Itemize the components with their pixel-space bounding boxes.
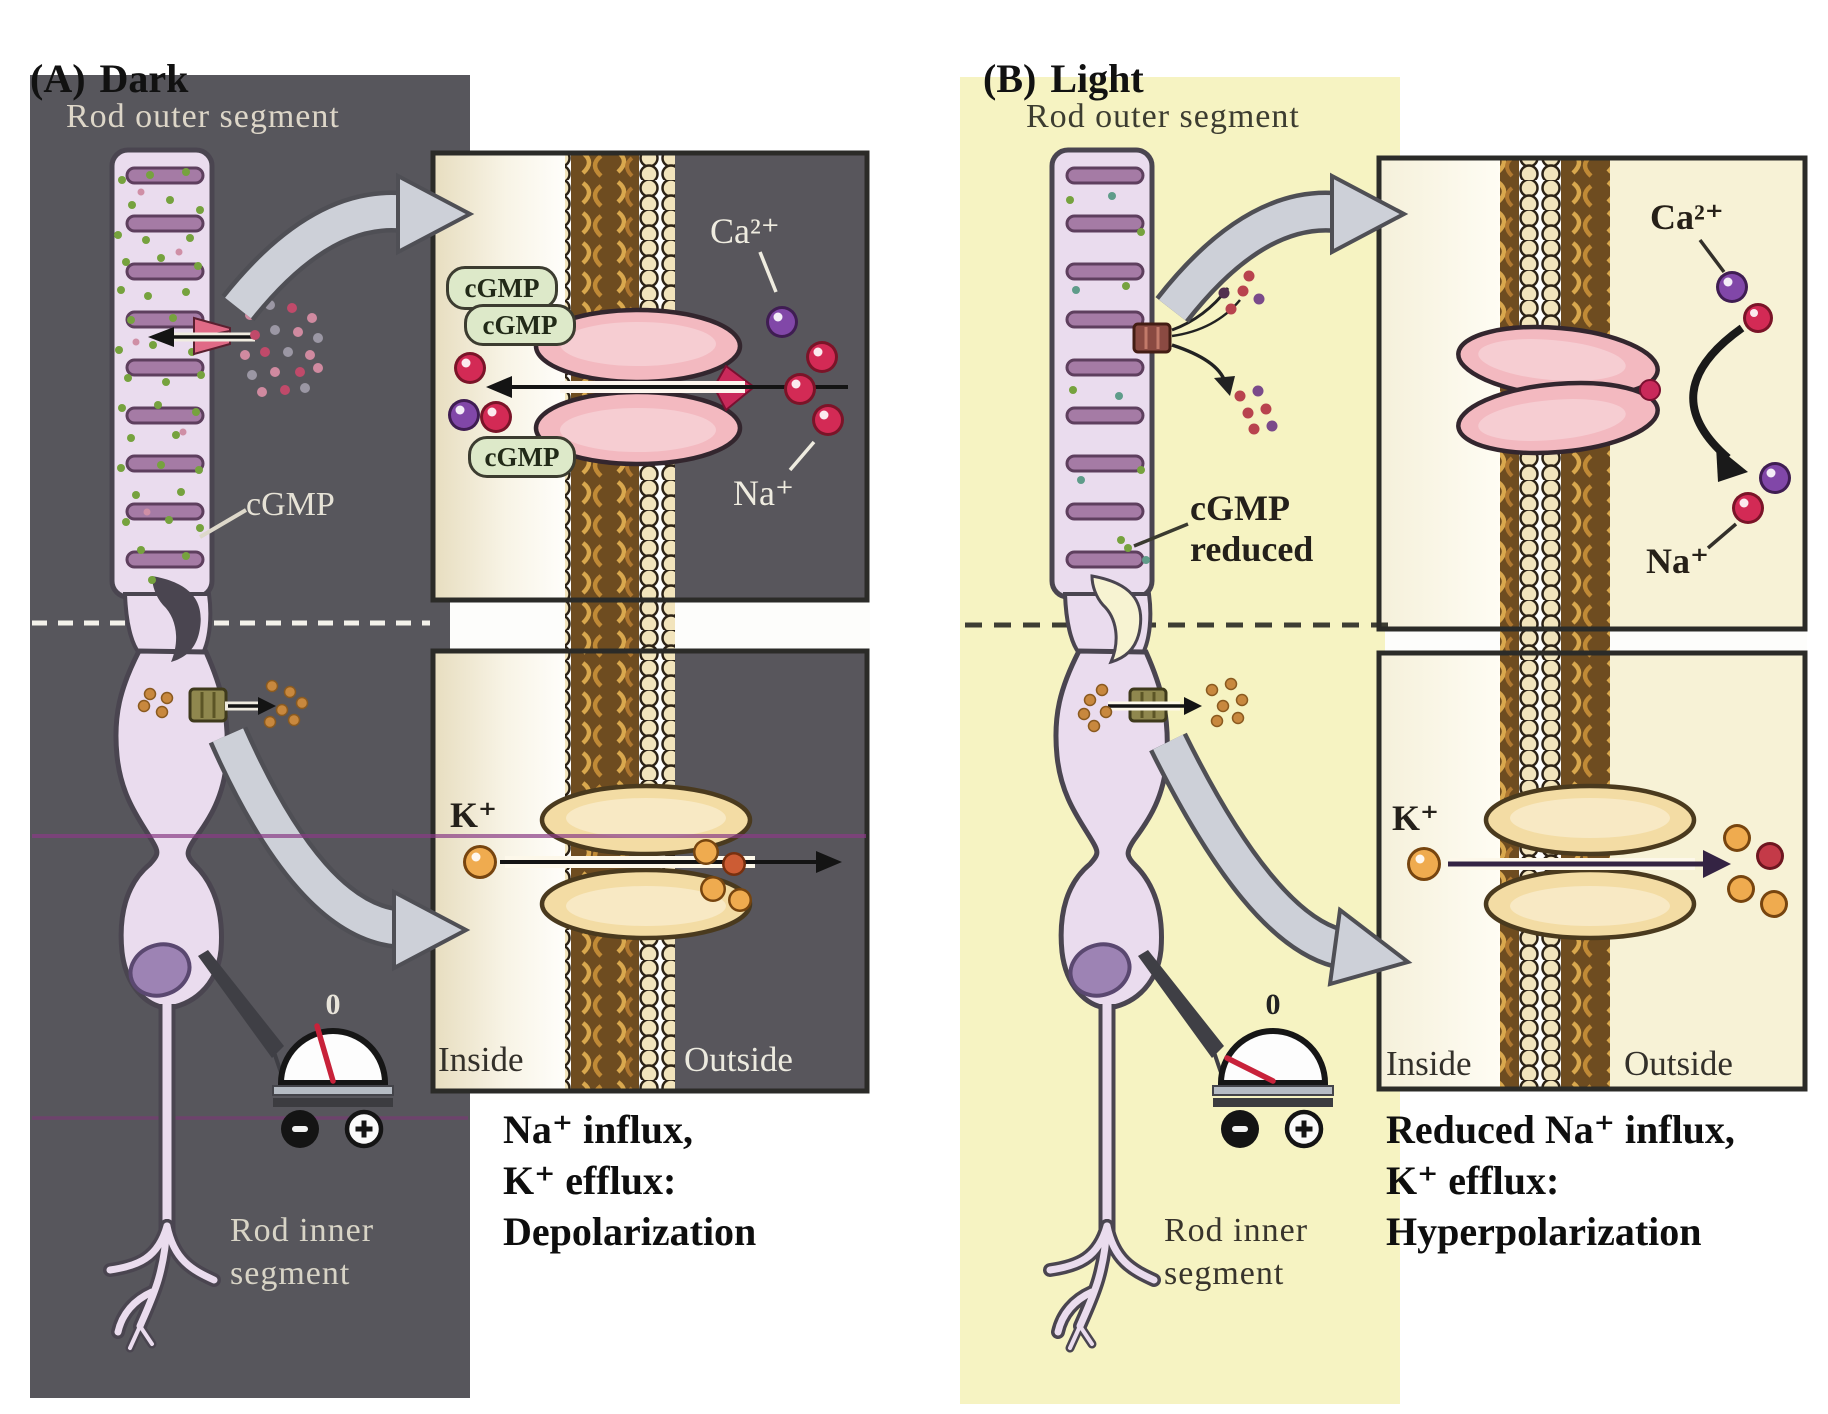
cgmp-pill-3: cGMP: [468, 436, 576, 478]
ca-pointer-a: [758, 251, 778, 293]
ion-deflection-arrow-b: [1171, 343, 1227, 383]
k-efflux-arrow-a: [258, 697, 276, 715]
inset-a-top-channel: [448, 251, 848, 472]
ions-inset-a: [448, 306, 844, 436]
ca-pointer-b: [1698, 238, 1726, 274]
membrane-b: [1500, 158, 1610, 1089]
ca-label-a: Ca²⁺: [710, 211, 780, 251]
cgmp-label-a: cGMP: [246, 486, 335, 523]
cgmp-reduced-label-b: cGMP reduced: [1190, 488, 1314, 570]
ion-dots-b-lower: [1234, 385, 1278, 435]
cgmp-pointer-a: [198, 508, 248, 539]
rod-inner-segment-label-b: Rod inner segment: [1164, 1212, 1309, 1292]
na-influx-arrow-a: [148, 327, 174, 347]
ca-label-b: Ca²⁺: [1650, 197, 1724, 237]
closed-cgmp-channel-b: [1132, 322, 1172, 354]
k-efflux-arrow-inset-b: [1703, 850, 1731, 878]
voltmeter-zero-b: 0: [1265, 988, 1281, 1021]
voltmeter-b: [1213, 1031, 1333, 1148]
membrane-a: [565, 153, 675, 1091]
rod-outer-segment-label-a: Rod outer segment: [66, 98, 340, 135]
voltmeter-needle-b: [1224, 1055, 1276, 1084]
panel-b-title: (B) Light: [983, 8, 1144, 102]
k-ions-outside-inset-b: [1723, 824, 1788, 918]
na-influx-arrow-inset-a: [486, 376, 512, 398]
micropipette-b: [1136, 948, 1230, 1094]
panel-b-title-text: Light: [1050, 56, 1144, 101]
na-pointer-b: [1706, 522, 1738, 550]
ion-cloud-a: [240, 300, 323, 397]
cgmp-reduced-pointer-b: [1133, 522, 1189, 548]
micropipette-a: [196, 948, 290, 1094]
outside-label-a: Outside: [684, 1040, 793, 1079]
caption-b: Reduced Na⁺ influx, K⁺ efflux: Hyperpola…: [1386, 1107, 1735, 1255]
k-ions-b: [1077, 677, 1249, 733]
rod-outer-segment-label-b: Rod outer segment: [1026, 98, 1300, 135]
inset-b-top-channel: [1456, 238, 1791, 550]
panel-b-tag: (B): [983, 56, 1037, 101]
k-efflux-arrow-inset-a: [816, 851, 842, 873]
voltmeter-a: [273, 1031, 393, 1148]
caption-a: Na⁺ influx, K⁺ efflux: Depolarization: [503, 1107, 757, 1255]
k-efflux-arrow-b: [1184, 697, 1202, 715]
inside-label-a: Inside: [438, 1040, 524, 1079]
deflection-arrow-inset-b: [1689, 324, 1745, 462]
na-label-b: Na⁺: [1646, 541, 1709, 581]
panel-a-tag: (A): [30, 56, 86, 101]
panel-a-title: (A) Dark: [30, 8, 188, 102]
ions-inset-b: [1716, 271, 1791, 524]
k-label-a: K⁺: [450, 795, 498, 835]
k-ions-a: [137, 679, 309, 729]
inset-borders: [430, 150, 1808, 1094]
cgmp-molecules-b: [1066, 192, 1150, 564]
voltmeter-needle-a: [314, 1023, 336, 1084]
k-ions-outside-inset-a: [693, 839, 752, 912]
na-pointer-a: [788, 440, 816, 472]
k-channel-a: [188, 687, 228, 723]
rod-inner-segment-label-a: Rod inner segment: [230, 1212, 375, 1292]
magnification-arrows: [208, 172, 1413, 987]
voltmeter-zero-a: 0: [325, 988, 341, 1021]
inside-label-b: Inside: [1386, 1044, 1472, 1083]
rod-cell-a: [110, 150, 393, 1348]
rod-cell-b: [1050, 150, 1333, 1348]
panel-a-title-text: Dark: [99, 56, 189, 101]
outside-label-b: Outside: [1624, 1044, 1733, 1083]
inset-b-bottom-channel: [1407, 783, 1788, 941]
cgmp-pill-2: cGMP: [464, 304, 576, 346]
k-label-b: K⁺: [1392, 798, 1440, 838]
na-label-a: Na⁺: [733, 473, 794, 513]
